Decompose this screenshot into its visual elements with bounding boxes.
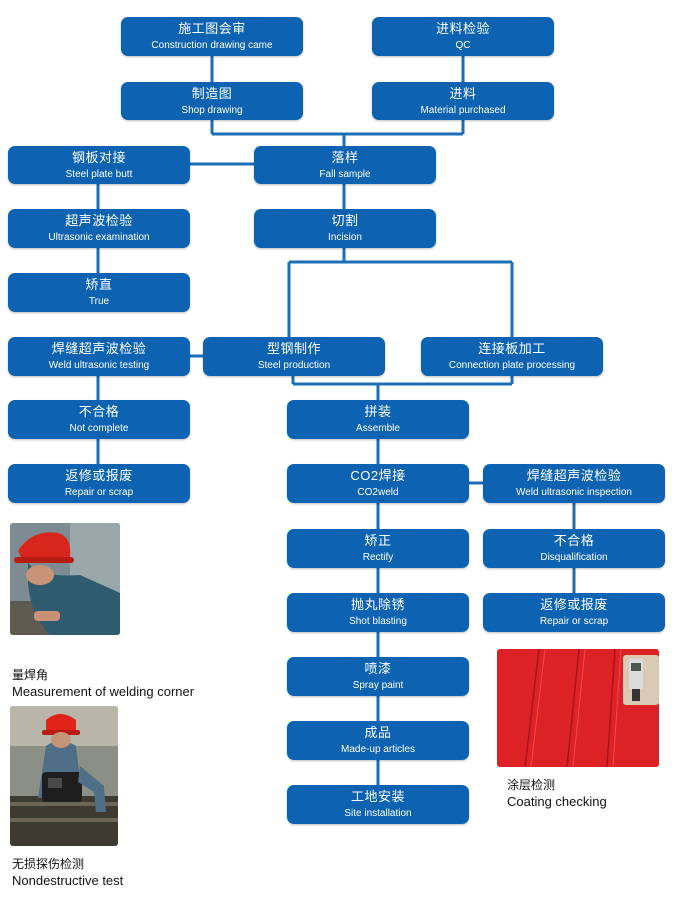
step-qc: 进料检验 QC bbox=[372, 17, 554, 56]
step-disqualification: 不合格 Disqualification bbox=[483, 529, 665, 568]
welding-corner-caption: 量焊角 Measurement of welding corner bbox=[12, 667, 194, 700]
step-subtitle: Weld ultrasonic testing bbox=[48, 360, 150, 371]
step-subtitle: Made-up articles bbox=[341, 744, 415, 755]
step-shot-blasting: 抛丸除锈 Shot blasting bbox=[287, 593, 469, 632]
nondestructive-test-caption: 无损探伤检测 Nondestructive test bbox=[12, 856, 123, 889]
step-incision: 切割 Incision bbox=[254, 209, 436, 248]
step-material-purchased: 进料 Material purchased bbox=[372, 82, 554, 120]
caption-en: Coating checking bbox=[507, 794, 607, 809]
step-subtitle: Steel plate butt bbox=[65, 168, 133, 180]
step-title: 切割 bbox=[331, 213, 359, 228]
step-title: 型钢制作 bbox=[266, 341, 321, 356]
step-co2weld: CO2焊接 CO2weld bbox=[287, 464, 469, 503]
step-subtitle: Shop drawing bbox=[181, 104, 243, 116]
step-title: 抛丸除锈 bbox=[350, 597, 405, 612]
step-subtitle: Spray paint bbox=[352, 680, 404, 691]
step-title: 超声波检验 bbox=[65, 213, 133, 228]
step-title: 矫正 bbox=[364, 533, 392, 548]
step-subtitle: Site installation bbox=[344, 808, 412, 819]
step-title: 施工图会审 bbox=[178, 21, 246, 36]
step-title: 喷漆 bbox=[364, 661, 392, 676]
step-title: 返修或报废 bbox=[65, 468, 133, 483]
step-subtitle: Steel production bbox=[257, 360, 331, 371]
step-title: 返修或报废 bbox=[540, 597, 608, 612]
step-title: 工地安装 bbox=[350, 789, 405, 804]
step-weld-ultrasonic-testing: 焊缝超声波检验 Weld ultrasonic testing bbox=[8, 337, 190, 376]
step-steel-production: 型钢制作 Steel production bbox=[203, 337, 385, 376]
step-subtitle: True bbox=[88, 296, 110, 307]
caption-zh: 涂层检测 bbox=[507, 778, 556, 792]
nondestructive-test-photo bbox=[10, 706, 118, 846]
step-title: 连接板加工 bbox=[478, 341, 546, 356]
step-title: CO2焊接 bbox=[350, 468, 406, 483]
step-subtitle: QC bbox=[455, 40, 471, 51]
step-true: 矫直 True bbox=[8, 273, 190, 312]
step-subtitle: Material purchased bbox=[420, 104, 506, 116]
coating-checking-photo bbox=[497, 649, 659, 767]
step-title: 落样 bbox=[331, 149, 359, 165]
step-subtitle: Not complete bbox=[69, 423, 129, 434]
caption-zh: 无损探伤检测 bbox=[12, 857, 85, 871]
step-steel-plate-butt: 钢板对接 Steel plate butt bbox=[8, 146, 190, 184]
step-spray-paint: 喷漆 Spray paint bbox=[287, 657, 469, 696]
step-title: 制造图 bbox=[191, 85, 233, 101]
step-subtitle: Rectify bbox=[362, 552, 394, 563]
step-title: 矫直 bbox=[85, 277, 113, 292]
caption-en: Measurement of welding corner bbox=[12, 684, 195, 699]
step-weld-ultrasonic-inspection: 焊缝超声波检验 Weld ultrasonic inspection bbox=[483, 464, 665, 503]
step-connection-plate-processing: 连接板加工 Connection plate processing bbox=[421, 337, 603, 376]
welding-corner-image bbox=[10, 523, 120, 635]
step-repair-or-scrap-left: 返修或报废 Repair or scrap bbox=[8, 464, 190, 503]
step-not-complete: 不合格 Not complete bbox=[8, 400, 190, 439]
caption-en: Nondestructive test bbox=[12, 873, 124, 888]
step-subtitle: Incision bbox=[328, 232, 362, 243]
step-shop-drawing: 制造图 Shop drawing bbox=[121, 82, 303, 120]
step-fall-sample: 落样 Fall sample bbox=[254, 146, 436, 184]
step-subtitle: Assemble bbox=[356, 423, 400, 434]
step-rectify: 矫正 Rectify bbox=[287, 529, 469, 568]
step-title: 钢板对接 bbox=[71, 149, 126, 165]
step-construction-review: 施工图会审 Construction drawing came bbox=[121, 17, 303, 56]
step-subtitle: Repair or scrap bbox=[64, 487, 134, 498]
step-subtitle: Disqualification bbox=[540, 552, 608, 563]
coating-checking-image bbox=[497, 649, 659, 767]
step-made-up-articles: 成品 Made-up articles bbox=[287, 721, 469, 760]
step-subtitle: CO2weld bbox=[357, 487, 399, 498]
step-subtitle: Weld ultrasonic inspection bbox=[516, 487, 632, 498]
step-subtitle: Ultrasonic examination bbox=[48, 232, 150, 243]
step-title: 拼装 bbox=[364, 404, 392, 419]
step-title: 成品 bbox=[364, 725, 392, 740]
step-repair-or-scrap-right: 返修或报废 Repair or scrap bbox=[483, 593, 665, 632]
step-title: 进料检验 bbox=[435, 21, 490, 36]
welding-corner-photo bbox=[10, 523, 120, 635]
step-title: 不合格 bbox=[553, 533, 595, 548]
step-subtitle: Construction drawing came bbox=[151, 40, 273, 51]
step-subtitle: Repair or scrap bbox=[539, 616, 609, 627]
step-subtitle: Fall sample bbox=[319, 168, 371, 180]
step-title: 不合格 bbox=[78, 404, 120, 419]
caption-zh: 量焊角 bbox=[12, 668, 49, 682]
nondestructive-test-image bbox=[10, 706, 118, 846]
step-subtitle: Shot blasting bbox=[349, 616, 407, 627]
coating-checking-caption: 涂层检测 Coating checking bbox=[507, 777, 607, 810]
step-title: 进料 bbox=[449, 85, 477, 101]
step-site-installation: 工地安装 Site installation bbox=[287, 785, 469, 824]
step-subtitle: Connection plate processing bbox=[448, 360, 576, 371]
step-title: 焊缝超声波检验 bbox=[526, 468, 622, 483]
step-ultrasonic-examination: 超声波检验 Ultrasonic examination bbox=[8, 209, 190, 248]
step-title: 焊缝超声波检验 bbox=[51, 341, 147, 356]
step-assemble: 拼装 Assemble bbox=[287, 400, 469, 439]
